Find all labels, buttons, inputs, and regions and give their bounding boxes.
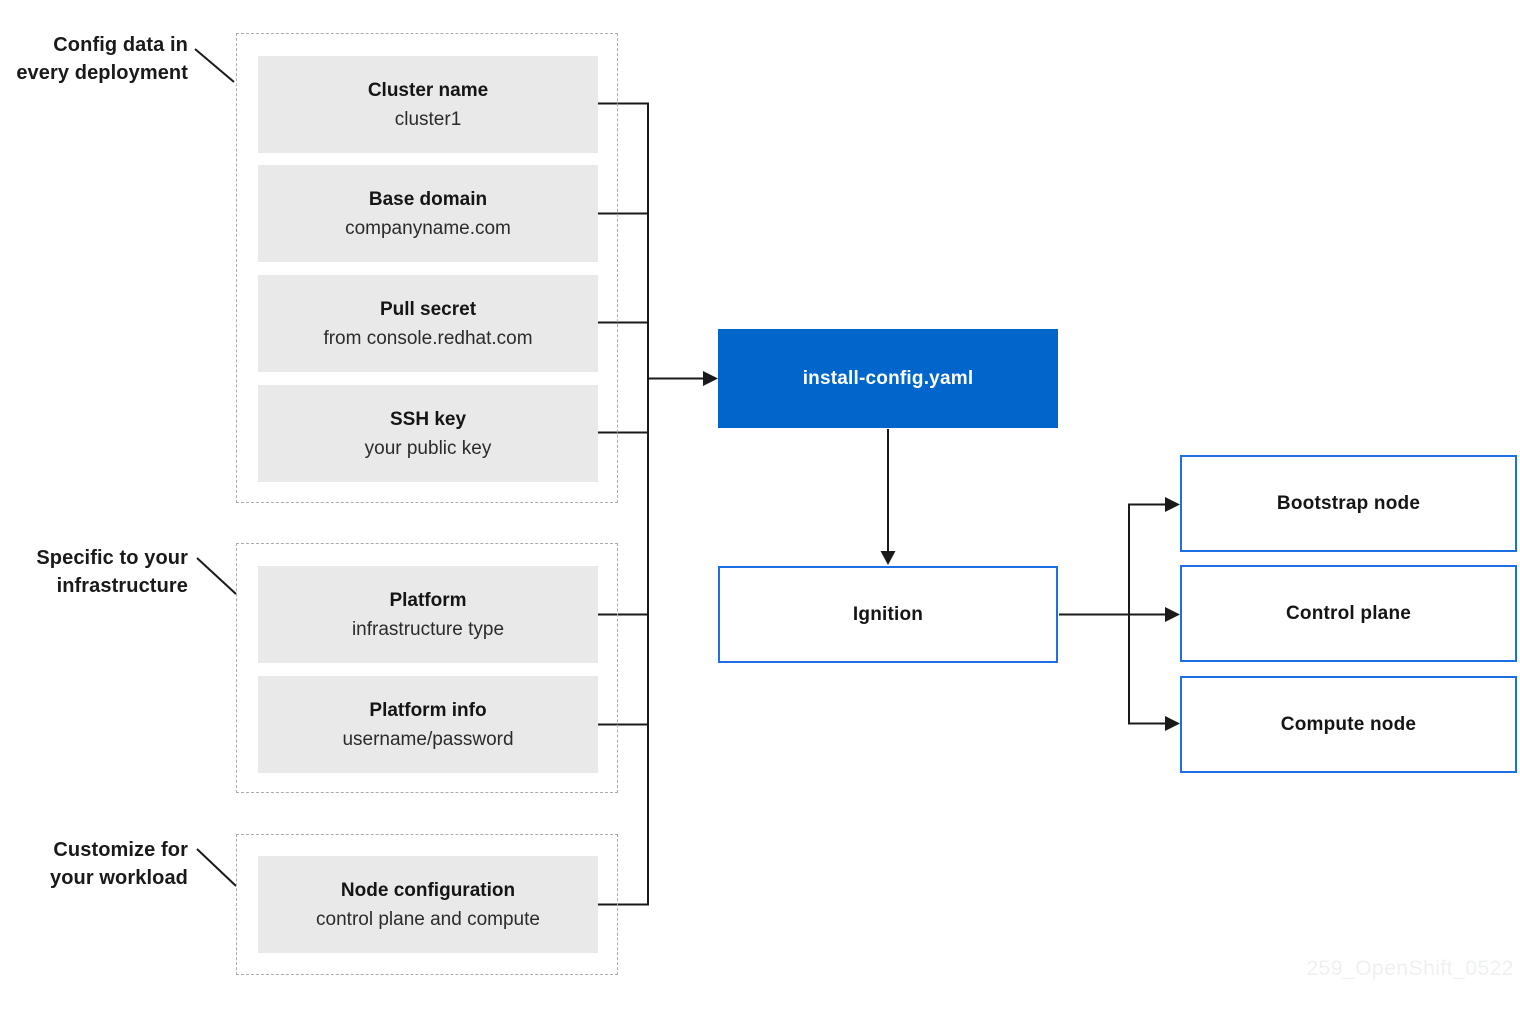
box-ignition: Ignition [718, 566, 1058, 663]
box-subtitle: control plane and compute [316, 908, 540, 930]
watermark-text: 259_OpenShift_0522 [1306, 957, 1514, 980]
arrowhead-control-plane [1165, 607, 1180, 622]
compute-node-label: Compute node [1280, 713, 1417, 735]
box-platform-info: Platform info username/password [258, 676, 598, 773]
annotation-line: infrastructure [56, 575, 188, 597]
box-platform: Platform infrastructure type [258, 566, 598, 663]
annotation-specific-infrastructure: Specific to your infrastructure [0, 544, 188, 600]
box-title: Base domain [368, 188, 488, 210]
pointer-line-config-data [194, 48, 235, 83]
box-title: Node configuration [340, 879, 516, 901]
box-subtitle: cluster1 [394, 108, 462, 130]
annotation-config-data: Config data in every deployment [0, 31, 188, 87]
box-cluster-name: Cluster name cluster1 [258, 56, 598, 153]
pointer-line-specific [196, 557, 237, 595]
bootstrap-node-label: Bootstrap node [1276, 492, 1421, 514]
group-config-data: Cluster name cluster1 Base domain compan… [236, 33, 618, 503]
ignition-label: Ignition [852, 603, 924, 625]
install-config-label: install-config.yaml [802, 367, 974, 389]
box-subtitle: companyname.com [345, 217, 511, 239]
box-pull-secret: Pull secret from console.redhat.com [258, 275, 598, 372]
box-ssh-key: SSH key your public key [258, 385, 598, 482]
annotation-line: Specific to your [36, 547, 188, 569]
box-title: Platform info [369, 699, 487, 721]
box-title: SSH key [389, 408, 467, 430]
box-subtitle: infrastructure type [351, 618, 505, 640]
arrowhead-install-config [703, 371, 718, 386]
box-base-domain: Base domain companyname.com [258, 165, 598, 262]
box-subtitle: from console.redhat.com [323, 327, 533, 349]
arrowhead-bootstrap [1165, 497, 1180, 512]
box-install-config-yaml: install-config.yaml [718, 329, 1058, 428]
box-control-plane: Control plane [1180, 565, 1517, 662]
arrowhead-compute [1165, 716, 1180, 731]
box-bootstrap-node: Bootstrap node [1180, 455, 1517, 552]
box-title: Platform [389, 589, 467, 611]
box-title: Pull secret [379, 298, 477, 320]
annotation-line: your workload [50, 867, 188, 889]
box-subtitle: your public key [364, 437, 492, 459]
annotation-line: every deployment [16, 62, 188, 84]
group-customize-workload: Node configuration control plane and com… [236, 834, 618, 975]
annotation-line: Customize for [53, 839, 188, 861]
box-title: Cluster name [367, 79, 489, 101]
arrowhead-ignition [880, 551, 896, 565]
box-compute-node: Compute node [1180, 676, 1517, 773]
annotation-line: Config data in [53, 34, 188, 56]
control-plane-label: Control plane [1285, 602, 1412, 624]
annotation-customize-workload: Customize for your workload [0, 836, 188, 892]
pointer-line-customize [196, 848, 237, 887]
box-subtitle: username/password [342, 728, 514, 750]
box-node-configuration: Node configuration control plane and com… [258, 856, 598, 953]
group-specific-infrastructure: Platform infrastructure type Platform in… [236, 543, 618, 793]
